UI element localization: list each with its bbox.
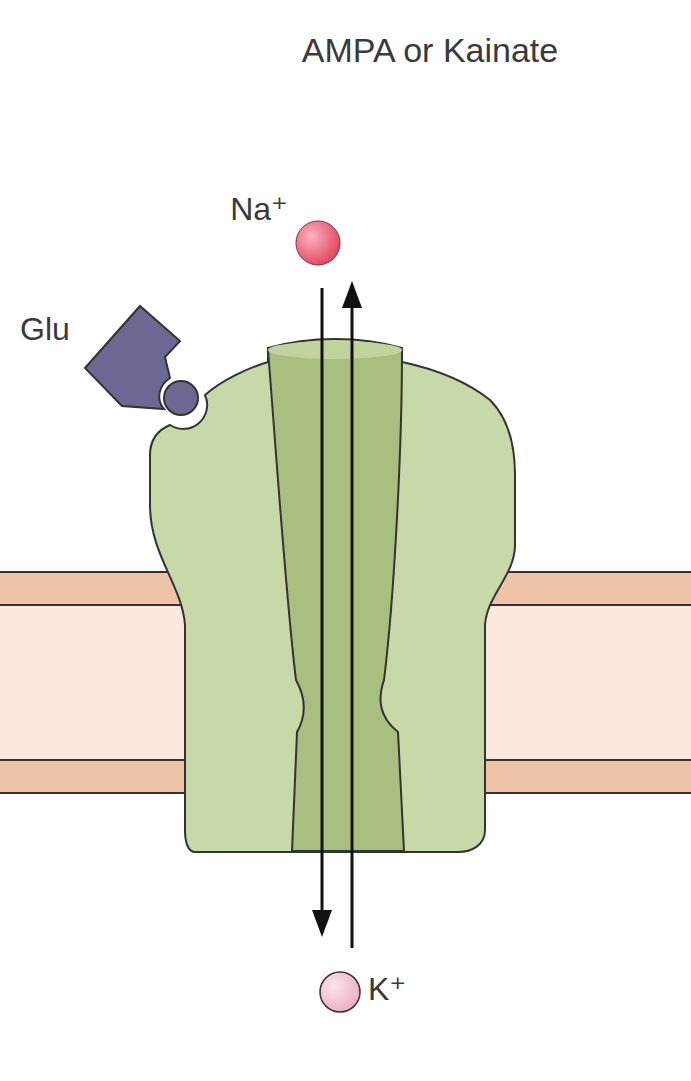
- glutamate-ligand: [85, 306, 198, 415]
- figure-title: AMPA or Kainate: [302, 32, 558, 69]
- channel-body: [150, 339, 515, 852]
- sodium-ion: [296, 221, 340, 265]
- ligand-label: Glu: [20, 312, 70, 347]
- ion-flux-arrows: [312, 281, 362, 948]
- pore-mouth: [268, 341, 402, 359]
- ion-label: K⁺: [368, 972, 406, 1007]
- potassium-ion: [320, 972, 360, 1012]
- channel-pore: [268, 350, 404, 851]
- ion-label: Na⁺: [230, 192, 288, 227]
